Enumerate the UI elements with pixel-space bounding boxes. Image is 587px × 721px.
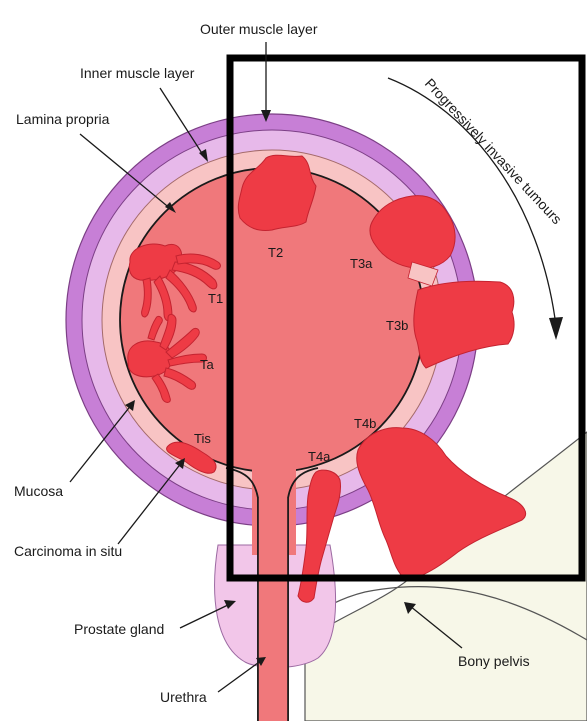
progression-arrowhead: [549, 317, 563, 340]
label-prostate-gland: Prostate gland: [74, 621, 164, 637]
label-bony-pelvis: Bony pelvis: [458, 653, 530, 669]
stage-label-t2: T2: [268, 245, 283, 260]
leader-urethra: [218, 660, 262, 692]
label-mucosa: Mucosa: [14, 483, 63, 499]
label-outer-muscle-layer: Outer muscle layer: [200, 21, 318, 37]
stage-label-t4b: T4b: [354, 416, 376, 431]
stage-label-ta: Ta: [200, 357, 215, 372]
stage-label-t1: T1: [208, 291, 223, 306]
stage-label-t3a: T3a: [350, 256, 373, 271]
progressively-invasive-label: Progressively invasive tumours: [422, 75, 565, 227]
urethra-shape: [258, 498, 288, 721]
label-inner-muscle-layer: Inner muscle layer: [80, 65, 195, 81]
stage-label-t4a: T4a: [308, 449, 331, 464]
label-urethra: Urethra: [160, 689, 207, 705]
label-carcinoma-in-situ: Carcinoma in situ: [14, 543, 122, 559]
stage-label-t3b: T3b: [386, 318, 408, 333]
label-lamina-propria: Lamina propria: [16, 111, 110, 127]
stage-label-tis: Tis: [194, 431, 211, 446]
